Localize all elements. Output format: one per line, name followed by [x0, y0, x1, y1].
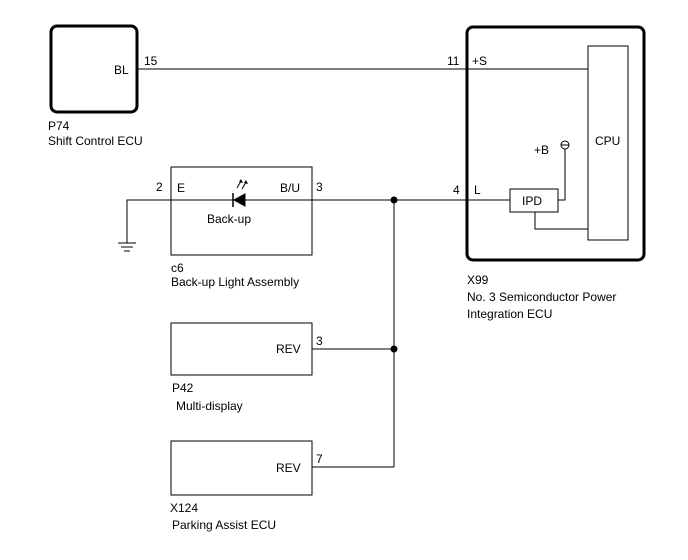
- back-up-light-code: c6: [171, 261, 184, 275]
- plus-b-to-ipd-wire: [558, 149, 566, 201]
- led-icon: [232, 179, 248, 207]
- parking-assist-ecu-name: Parking Assist ECU: [172, 518, 276, 532]
- back-up-light-assembly: E B/U 2 3 Back-up c6 Back-up Light Assem…: [156, 166, 323, 289]
- l-pin: 4: [453, 183, 460, 197]
- parking-assist-ecu-terminal-label: REV: [276, 461, 301, 475]
- parking-assist-ecu: REV 7 X124 Parking Assist ECU: [170, 440, 394, 532]
- ipd-label: IPD: [522, 194, 542, 208]
- plus-b-label: +B: [534, 143, 549, 157]
- shift-control-ecu-code: P74: [48, 119, 70, 133]
- shift-control-ecu: BL 15 P74 Shift Control ECU: [48, 24, 158, 148]
- parking-assist-ecu-code: X124: [170, 501, 198, 515]
- back-up-light-e-pin: 2: [156, 180, 163, 194]
- multi-display-pin: 3: [316, 334, 323, 348]
- ground-icon: [118, 199, 171, 252]
- back-up-light-bu-pin: 3: [316, 180, 323, 194]
- back-up-light-name: Back-up Light Assembly: [171, 275, 299, 289]
- integration-ecu-name-line1: No. 3 Semiconductor Power: [467, 290, 616, 304]
- ipd-to-cpu-wire: [534, 212, 588, 230]
- back-up-lamp-label: Back-up: [207, 212, 251, 226]
- cpu-box: [587, 45, 629, 241]
- parking-assist-ecu-pin: 7: [316, 452, 323, 466]
- cpu-label: CPU: [595, 134, 620, 148]
- integration-ecu-name-line2: Integration ECU: [467, 307, 552, 321]
- l-label: L: [474, 183, 481, 197]
- parking-assist-ecu-box: [170, 440, 313, 496]
- multi-display-terminal-label: REV: [276, 342, 301, 356]
- plus-s-pin: 11: [447, 54, 460, 68]
- splice-point-upper: [390, 196, 398, 204]
- multi-display-code: P42: [172, 381, 194, 395]
- multi-display-name: Multi-display: [176, 399, 243, 413]
- shift-control-ecu-terminal-label: BL: [114, 63, 129, 77]
- semiconductor-power-integration-ecu: CPU IPD +B +S 11 L 4 X99 No. 3 Semicondu…: [447, 25, 646, 321]
- shift-control-ecu-pin: 15: [144, 54, 158, 68]
- back-up-light-e-label: E: [177, 181, 185, 195]
- plus-s-label: +S: [472, 54, 487, 68]
- integration-ecu-code: X99: [467, 273, 489, 287]
- shift-control-ecu-name: Shift Control ECU: [48, 134, 143, 148]
- multi-display: REV 3 P42 Multi-display: [170, 322, 394, 413]
- back-up-light-bu-label: B/U: [280, 181, 300, 195]
